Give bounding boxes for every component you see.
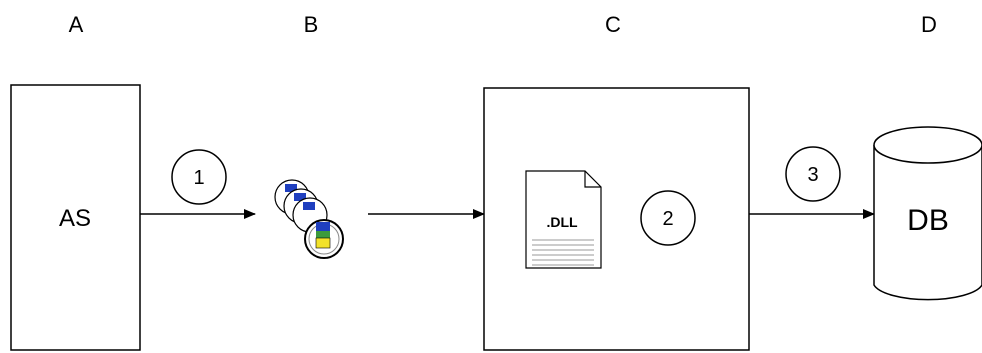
- step-2-marker: 2: [640, 190, 696, 246]
- dll-file-label: .DLL: [546, 214, 578, 230]
- dll-document-icon: .DLL: [525, 170, 602, 269]
- step-2-number: 2: [662, 208, 673, 230]
- step-3-number: 3: [807, 164, 818, 186]
- database-cylinder-icon: DB: [873, 126, 982, 301]
- as-box: AS: [10, 84, 141, 351]
- column-label-d: D: [921, 12, 937, 37]
- step-1-marker: 1: [171, 149, 227, 205]
- column-label-b: B: [304, 12, 319, 37]
- step-3-marker: 3: [785, 146, 841, 202]
- column-label-a: A: [69, 12, 84, 37]
- dll-box: .DLL 2: [483, 87, 750, 351]
- step-1-number: 1: [193, 167, 204, 189]
- stacked-disc-files-icon: [274, 179, 344, 259]
- as-box-label: AS: [59, 205, 91, 232]
- db-label: DB: [907, 204, 949, 237]
- column-label-c: C: [605, 12, 621, 37]
